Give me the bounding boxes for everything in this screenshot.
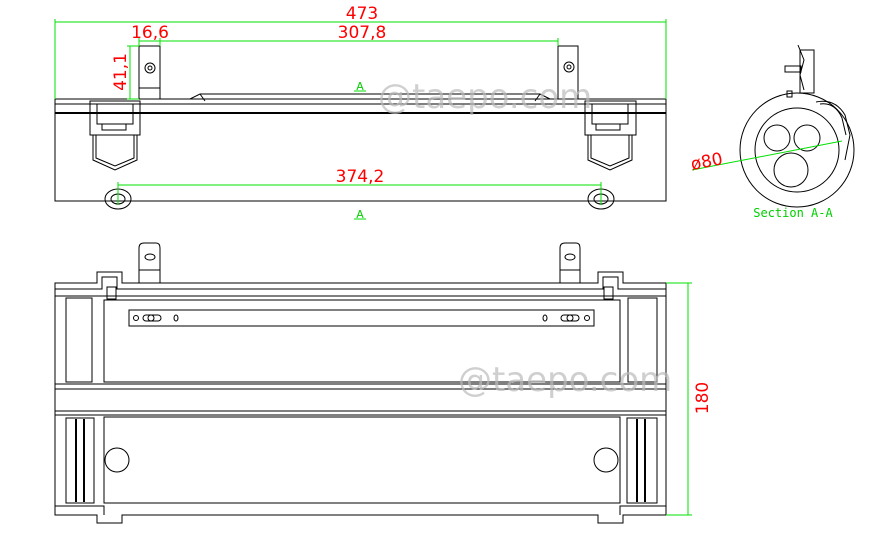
mount-bracket-right — [557, 45, 579, 100]
mounting-strip — [128, 309, 595, 327]
cable-entry-left — [104, 447, 130, 473]
watermark-top: @taepo.com — [378, 77, 592, 117]
latch-right — [584, 100, 637, 171]
watermark-bottom: @taepo.com — [458, 360, 672, 400]
dim-diameter: ø80 — [689, 149, 724, 175]
section-mark-top: A — [356, 80, 364, 93]
side-view-dimensions: 473 16,6 307,8 41,1 374,2 A A — [54, 4, 667, 221]
dim-bracket-width: 16,6 — [131, 23, 169, 43]
dim-hole-spacing: 374,2 — [336, 167, 385, 187]
cable-entry-right — [593, 447, 619, 473]
dim-overall-length: 473 — [346, 4, 378, 24]
dim-bracket-height: 41,1 — [111, 53, 131, 91]
dim-bracket-spacing: 307,8 — [338, 23, 387, 43]
mount-bracket-left — [138, 45, 161, 100]
dim-overall-width: 180 — [693, 382, 713, 414]
section-mark-bottom: A — [356, 208, 364, 221]
latch-left — [89, 100, 141, 171]
section-view: ø80 Section A-A — [689, 44, 855, 220]
plan-bracket-right — [559, 242, 581, 283]
plan-bracket-left — [138, 242, 161, 283]
plan-view: 180 — [54, 242, 713, 524]
side-view — [54, 45, 667, 210]
section-label: Section A-A — [753, 206, 833, 220]
